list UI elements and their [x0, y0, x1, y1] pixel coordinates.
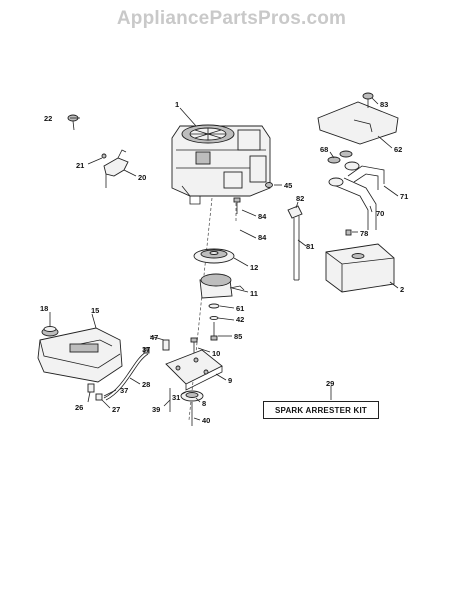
callout-11: 11 [250, 289, 258, 298]
mounting-stud [362, 92, 374, 108]
callout-78: 78 [360, 229, 368, 238]
callout-21: 21 [76, 161, 84, 170]
muffler [325, 243, 395, 293]
callout-22: 22 [44, 114, 52, 123]
callout-12: 12 [250, 263, 258, 272]
callout-37-lower: 37 [120, 386, 128, 395]
engine [171, 124, 271, 205]
idler-pulley [180, 390, 204, 402]
choke-knob [67, 114, 79, 131]
callout-8: 8 [202, 399, 206, 408]
callout-26: 26 [75, 403, 83, 412]
heat-shield [317, 101, 399, 145]
callout-61: 61 [236, 304, 244, 313]
spark-arrester-kit-label: SPARK ARRESTER KIT [263, 401, 379, 419]
exhaust-pipe [328, 161, 385, 230]
callout-68: 68 [320, 145, 328, 154]
callout-10: 10 [212, 349, 220, 358]
callout-15: 15 [91, 306, 99, 315]
watermark: AppliancePartsPros.com [116, 8, 347, 29]
callout-2: 2 [400, 285, 404, 294]
callout-42: 42 [236, 315, 244, 324]
callout-71: 71 [400, 192, 408, 201]
fuel-tank [37, 327, 123, 383]
leader-lines [49, 97, 399, 421]
callout-28: 28 [142, 380, 150, 389]
callout-84-upper: 84 [258, 212, 267, 221]
callout-37-upper: 37 [142, 345, 150, 354]
fuel-cap [41, 326, 59, 337]
callout-62: 62 [394, 145, 402, 154]
callout-45: 45 [284, 181, 292, 190]
throttle-control [103, 149, 129, 188]
callout-27: 27 [112, 405, 120, 414]
callout-31: 31 [172, 393, 180, 402]
callout-40: 40 [202, 416, 210, 425]
callout-18: 18 [40, 304, 48, 313]
callout-29: 29 [326, 379, 334, 388]
callout-9: 9 [228, 376, 232, 385]
callout-82: 82 [296, 194, 304, 203]
callout-20: 20 [138, 173, 146, 182]
callout-81: 81 [306, 242, 314, 251]
callout-84-lower: 84 [258, 233, 267, 242]
callout-83: 83 [380, 100, 388, 109]
bracket-plate [165, 349, 223, 391]
dipstick-tube [287, 205, 303, 281]
callout-39: 39 [152, 405, 160, 414]
pulley [193, 248, 235, 264]
callout-70: 70 [376, 209, 384, 218]
callout-85: 85 [234, 332, 242, 341]
electric-clutch [199, 273, 245, 299]
callout-47: 47 [150, 333, 158, 342]
callout-1: 1 [175, 100, 179, 109]
